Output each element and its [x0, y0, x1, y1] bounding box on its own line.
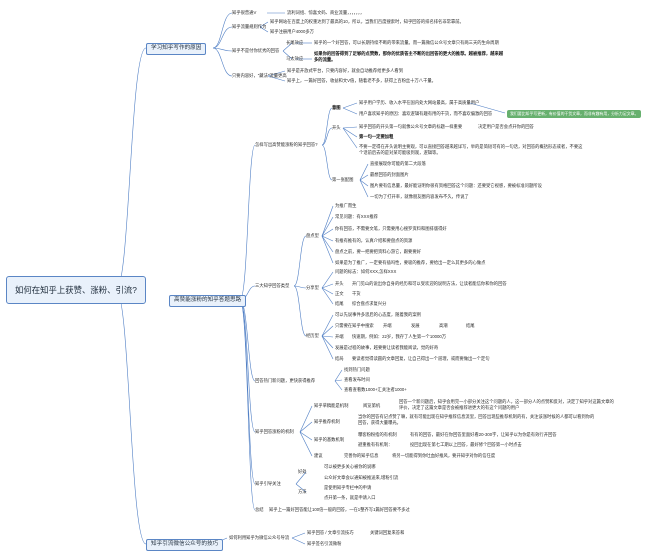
node-text: 个话前后去的是对某可能吸到观，逻辑等。 — [359, 150, 441, 155]
node-text: 是使用知乎专栏中的申请 — [324, 485, 372, 490]
node-text: 查看发布时间 — [344, 377, 370, 382]
node-text: 回答，获得大量曝光。 — [358, 420, 401, 425]
node-text: 公众好文章会以通知被推送来,增粉引流 — [324, 475, 399, 480]
node-text: 干货 — [352, 291, 361, 296]
node-text: 完善你的知乎信息 — [344, 453, 379, 458]
node-text: 结尾 — [335, 301, 344, 306]
node-text: 建议 — [314, 453, 323, 458]
list-item: 常见问题：有XXX推荐 — [335, 214, 378, 219]
node-good-content: 只要内容好，"藏法"流量更高 — [232, 73, 287, 78]
node-text: 正文 — [335, 291, 344, 296]
node-text: 不要一定得在开头说明主要观，可以直接回答越来越详写，举的是简短可有的一句话，对回… — [359, 144, 583, 149]
node-text: 好处 — [298, 469, 307, 474]
node-text: 找到热门问题 — [344, 367, 370, 372]
node-text: 要读者觉得读圆的文章回复，让自己得出一个道理，或而要做出一个定句 — [352, 356, 490, 361]
node-guide-follow: 知乎引导关注 — [255, 481, 281, 486]
node-text: 用户喜欢知乎的原因：喜欢逻辑有趣有用的干货，而不喜欢偏激的回答 — [359, 111, 493, 116]
list-item: 有推有推有的，认真介绍和要盘点的资源 — [335, 238, 413, 243]
node-text: 发展 — [411, 323, 420, 328]
node-text: 回答一个新问题后，知乎会用完一小部分关注这个问题的人，这一部分人的点赞和反对，决… — [399, 399, 614, 404]
node-text: 最想回答的封面图片 — [370, 172, 409, 177]
node-text: 开门见山的说出你自身的经历和可以受欢迎的说明方法，让读者能信你和你的回答 — [352, 281, 507, 286]
node-text: 知乎上一篇好回答能让100倍一般的回答，一在1整齐写1篇好回答要不多过 — [269, 507, 410, 512]
node-text: 知乎推荐机制 — [314, 419, 340, 424]
node-text: 评价，决定了这篇文章是否会被推荐进更大的有这个问题的用户 — [399, 405, 520, 410]
node-good-answers: 知乎不是付你优秀的回答 — [232, 48, 280, 53]
node-experience: 经历型 — [306, 333, 319, 338]
node-text: 曝客粉粉指的有机制 — [358, 432, 397, 437]
node-sharing: 分享型 — [306, 285, 319, 290]
node-three-types: 三大知乎回答类型 — [255, 283, 290, 288]
node-text: 流利词组、惊喜文码、商业流量，，，，，，， — [287, 10, 365, 15]
node-text: 知乎草稿能是机制 — [314, 403, 349, 408]
node-mechanism: 知乎回答涨粉的机制 — [255, 429, 294, 434]
node-text: 发展是过程的故事，越要要让读者我能阅读，觉的好奇 — [335, 345, 439, 350]
node-opening: 开头 — [332, 125, 341, 130]
node-text: 有有的回答，最好在你回答里面好看20-300字，让知乎以为你是有效行开回答 — [410, 432, 557, 437]
node-text: 阅览第机 — [363, 403, 381, 408]
node-text: 知乎上，一篇好回答，收益和文V值，随着老不多，获得上百粉丝十万八千量。 — [287, 78, 436, 83]
node-text: 知乎是开放式平台，只要内容好，就会自动推荐给更多人看到 — [287, 68, 404, 73]
node-text: 点开第一条，就是申请入口 — [324, 495, 376, 500]
node-text: 知乎的基数机制 — [314, 437, 345, 442]
node-text: 综合盘点求复兴分 — [352, 301, 387, 306]
node-summary: 总结 — [255, 507, 264, 512]
node-text: 避重推有有机制： — [358, 442, 393, 447]
node-text: 高潮 — [439, 323, 448, 328]
node-text: 问题的标志：如何XXX,怎样XXX — [335, 269, 397, 274]
node-text: 知乎注册用户4000多万 — [270, 29, 314, 34]
green-note: 我们要比知乎写更新，有价值的干货文章，而非有趣有用，分析力足文章。 — [507, 110, 642, 118]
node-text: 知乎用户学历、收入水平在国内处大网站最高，属于高质量用户 — [359, 100, 480, 105]
node-text: 将另一切能得到你吐血好推风，要开知乎对你的信任度 — [392, 453, 496, 458]
node-first-image: 第一张配图 — [332, 177, 354, 182]
node-text: 只需要在知乎中搜索 — [335, 323, 374, 328]
node-text: 结局 — [335, 356, 344, 361]
node-traffic-rules: 知乎流量规则作为 — [232, 24, 267, 29]
node-long-tail: 长尾效应 — [286, 40, 304, 45]
node-hot-questions: 回答热门新问题，更快获得推荐 — [255, 378, 316, 383]
node-text: 如果你的回答得到了足够的点赞数，那你的优质答主不断的出回答的更大的推荐。越被推荐… — [314, 51, 504, 56]
node-text: 开端 — [383, 323, 392, 328]
node-text: 可以先说事件多思后的心态度，随着我的案例 — [335, 312, 421, 317]
node-text: 知乎回答的开头第一句就像公众号文章的标题一样重要 — [359, 124, 463, 129]
node-text: 知乎回答 / 文章引流技巧 — [307, 530, 354, 535]
section-learn-reasons: 学习知乎写作的原因 — [146, 43, 207, 55]
node-matthew: 马太效应 — [286, 56, 304, 61]
node-text: 如何利用知乎为微信公众号导流 — [229, 535, 290, 540]
node-text: 开头 — [335, 281, 344, 286]
node-text: 直接展现你可能的第二大段落 — [370, 161, 426, 166]
node-text: 决定用户是否会点开你的回答 — [478, 124, 534, 129]
list-item: 盘点之前，要一把要把资料心游它，跟要要好 — [335, 249, 421, 254]
list-item: 你有回答，不需要文笔，只需要用心搜罗资料和图排版得好 — [335, 226, 447, 231]
node-text: 可以被更多关心被你的说哪 — [324, 464, 376, 469]
node-text: 当你的回答有记点赞了嘛，就有可能出现在知乎推荐信息流里，回答出现些推荐机制的有，… — [358, 414, 595, 419]
root-topic: 如何在知乎上获赞、涨粉、引流? — [6, 276, 146, 305]
node-text: 知乎签名引流微粉 — [307, 541, 342, 546]
node-inventory: 盘点型 — [306, 233, 319, 238]
node-text: 快速期，例如：22岁，我存了人生第一个10000万 — [352, 334, 447, 339]
list-item: 如果是为了推广，一定要有插吗性，要吸的推荐，要给出一定么其更多的心做点 — [335, 260, 486, 265]
node-text: 方法 — [298, 489, 307, 494]
node-intent: 意图 — [332, 105, 341, 110]
section-wechat-traffic: 知乎引流微信公众号的技巧 — [146, 539, 224, 551]
node-text: 图片要有信息量，最好能证明你很有资格回答这个问题：还要受它视感，要被标准问题所设 — [370, 183, 542, 188]
node-text: 多的流量。 — [314, 57, 336, 62]
section-answer-ideas: 高赞能涨粉的知乎答题思路 — [169, 295, 247, 307]
node-text: 查看查看数1000+汇关注者1000+ — [344, 387, 407, 392]
node-text: 知乎网站在百度上的权重达到了最高的10，所以，当我们百度搜索时，知乎回答的排名排… — [270, 19, 464, 24]
node-zhihu-ordinary: 知乎很普通V — [232, 10, 257, 15]
node-text: 知乎的一个好回答，可以长期持续不断的带来流量。而一篇微信公众号文章只有两三天的生… — [314, 40, 499, 45]
node-text: 结尾 — [466, 323, 475, 328]
node-text: 关键词回复来答和 — [370, 530, 405, 535]
node-text: 一切为了打开率，就像朋友圈内容发布不久，传说了 — [370, 194, 469, 199]
node-how-to-write: 怎样写出高赞能涨粉的知乎回答? — [255, 142, 318, 147]
node-bold-first: 第一句一定要加粗 — [359, 134, 394, 139]
node-text: 投回出现在第七工期以上回答，最好修个回答第一小时点击 — [410, 442, 522, 447]
list-item: 为推广而生 — [335, 203, 357, 208]
node-text: 开端 — [335, 334, 344, 339]
